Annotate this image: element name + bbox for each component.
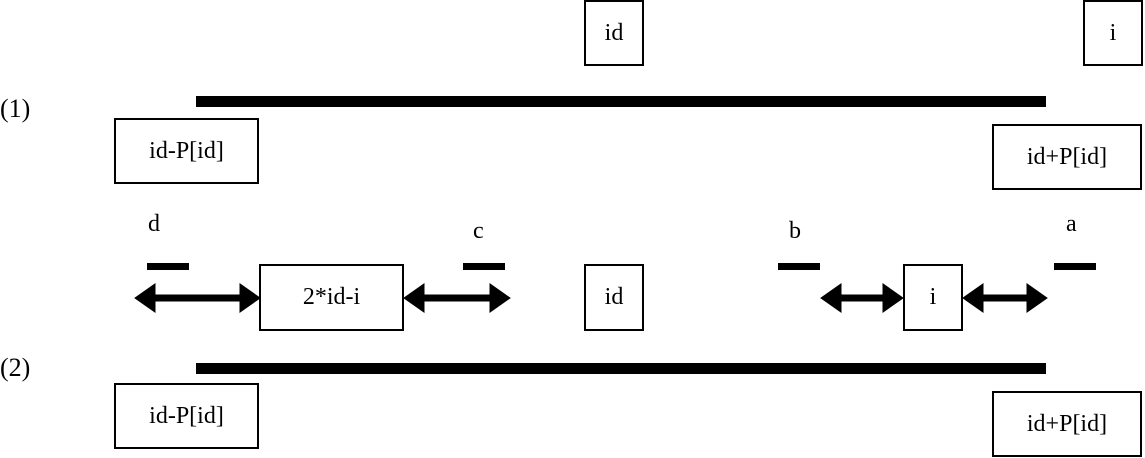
- row-2-palindrome-bar: [196, 363, 1046, 374]
- marker-c-bar: [463, 263, 505, 270]
- row-1-palindrome-bar: [196, 96, 1046, 107]
- mirror-2id-minus-i-box: 2*id-i: [259, 264, 404, 331]
- marker-a-label: a: [1066, 211, 1077, 237]
- row-1-id-box: id: [584, 0, 644, 66]
- row-2-right-bound-box: id+P[id]: [992, 391, 1142, 457]
- row-2-i-box: i: [903, 264, 963, 331]
- double-arrow-icon: [403, 283, 511, 313]
- marker-d-bar: [147, 263, 189, 270]
- marker-b-bar: [778, 263, 820, 270]
- double-arrow-icon: [820, 283, 904, 313]
- marker-b-label: b: [789, 218, 801, 244]
- marker-a-bar: [1054, 263, 1096, 270]
- row-2-label: (2): [0, 353, 31, 382]
- row-1-i-box: i: [1083, 0, 1143, 66]
- row-1-right-bound-box: id+P[id]: [992, 124, 1142, 190]
- double-arrow-icon: [962, 283, 1048, 313]
- row-2-left-bound-box: id-P[id]: [114, 383, 259, 449]
- marker-c-label: c: [473, 218, 484, 244]
- marker-d-label: d: [148, 211, 160, 237]
- double-arrow-icon: [134, 283, 261, 313]
- row-1-label: (1): [0, 94, 31, 123]
- row-2-id-box: id: [584, 264, 644, 331]
- row-1-left-bound-box: id-P[id]: [114, 118, 259, 184]
